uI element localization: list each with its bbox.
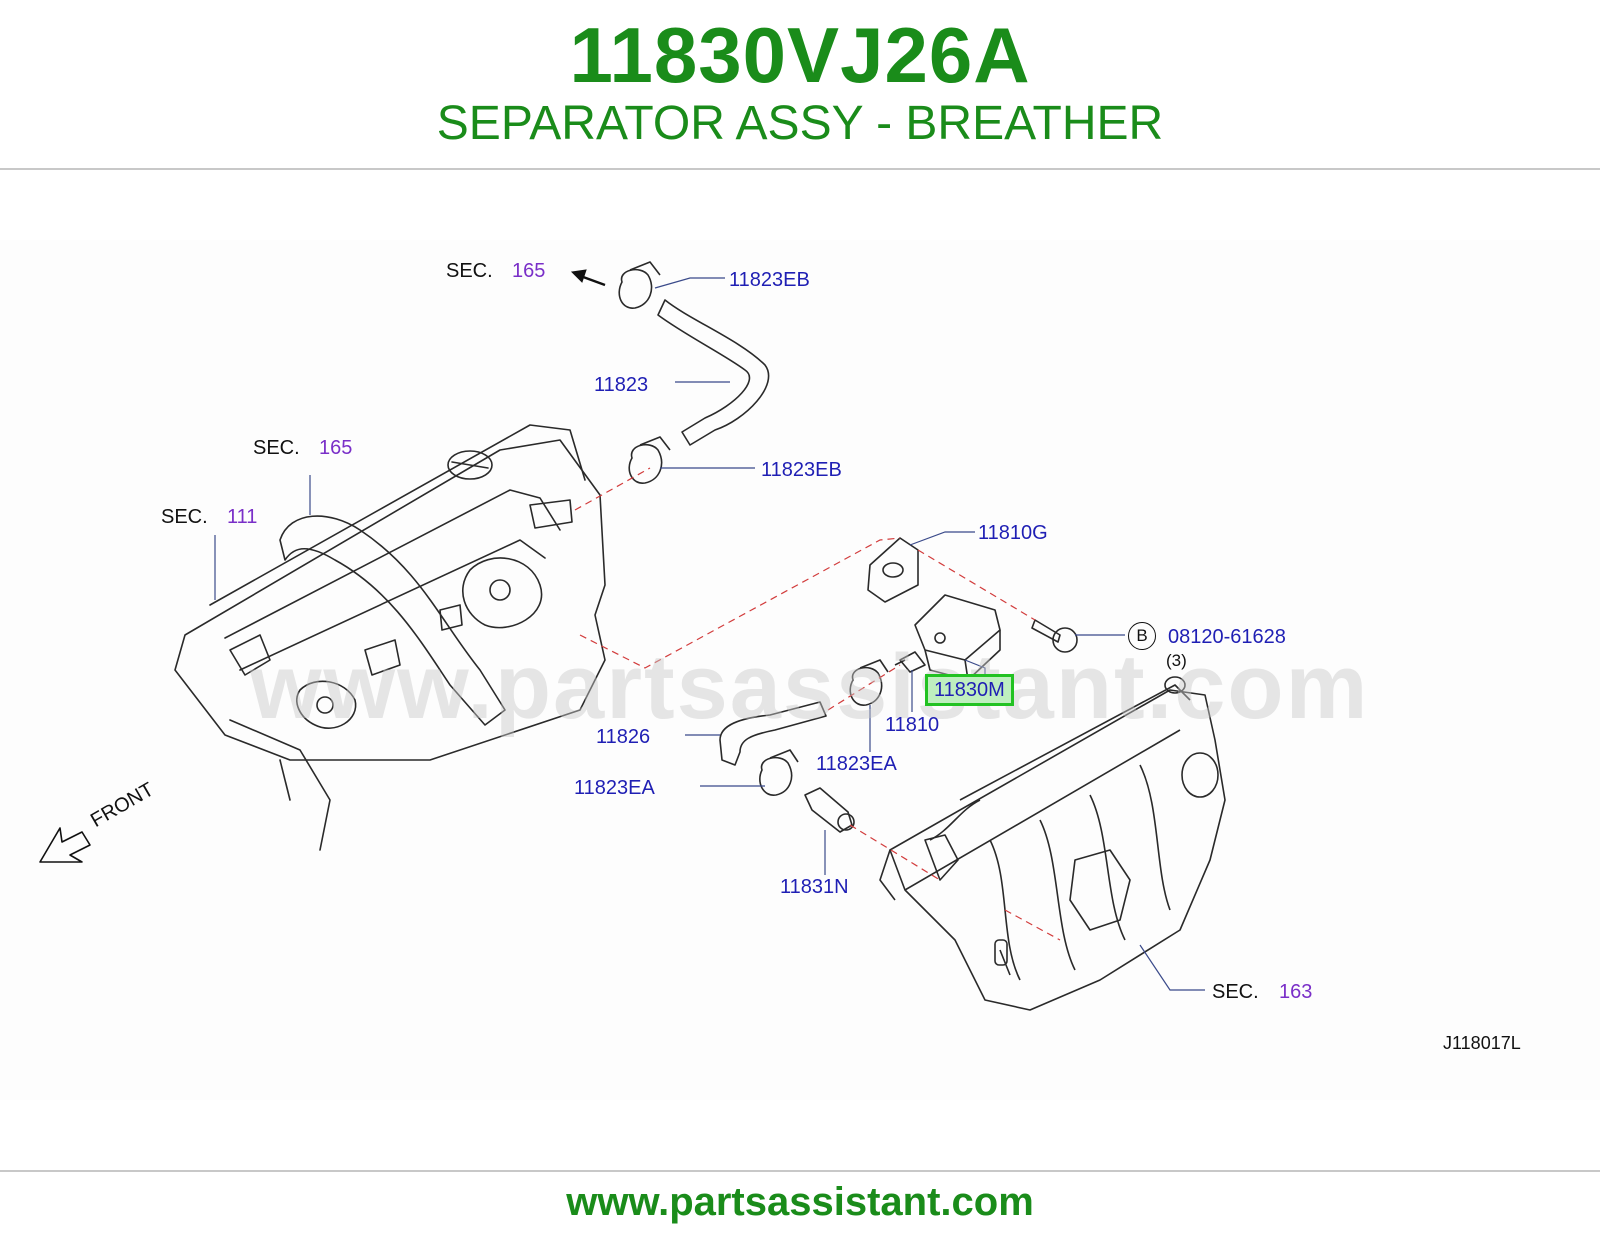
section-link[interactable]: 165: [319, 437, 353, 459]
section-link[interactable]: 163: [1279, 981, 1313, 1003]
head-breather-pipe: [279, 515, 506, 726]
gasket: [867, 537, 919, 603]
callout-11823eb-lower[interactable]: 11823EB: [761, 459, 842, 481]
callout-08120-61628[interactable]: 08120-61628: [1168, 626, 1286, 648]
section-arrow-icon: [570, 269, 606, 287]
part-number-title: 11830VJ26A: [569, 11, 1031, 99]
callout-11823eb-upper[interactable]: 11823EB: [729, 269, 810, 291]
lower-hose: [719, 701, 827, 766]
callout-11830m-highlighted[interactable]: 11830M: [925, 674, 1014, 706]
callout-11831n[interactable]: 11831N: [780, 876, 849, 898]
footer-divider: [0, 1170, 1600, 1172]
diagram-drawing: [39, 261, 1226, 1011]
section-label: SEC.: [1212, 981, 1259, 1003]
parts-diagram: www.partsassistant.com SEC. 165 SEC. 165…: [0, 240, 1600, 1100]
section-link[interactable]: 111: [227, 506, 258, 528]
callout-11823ea-upper[interactable]: 11823EA: [816, 753, 897, 775]
section-label: SEC.: [253, 437, 300, 459]
intake-manifold: [889, 689, 1226, 1011]
upper-hose: [657, 299, 770, 446]
callout-11823ea-lower[interactable]: 11823EA: [574, 777, 655, 799]
page-header: 11830VJ26A SEPARATOR ASSY - BREATHER: [0, 0, 1600, 168]
fitting: [804, 787, 853, 833]
diagram-reference: J118017L: [1443, 1033, 1521, 1053]
header-divider: [0, 168, 1600, 170]
bolt-marker: B: [1128, 622, 1156, 650]
bolt-quantity: (3): [1166, 651, 1187, 670]
part-description: SEPARATOR ASSY - BREATHER: [436, 97, 1164, 150]
bolt: [1031, 619, 1061, 643]
section-label: SEC.: [161, 506, 208, 528]
callout-11810g[interactable]: 11810G: [978, 522, 1048, 544]
callout-11810[interactable]: 11810: [885, 714, 940, 736]
footer-url[interactable]: www.partsassistant.com: [566, 1180, 1034, 1224]
callout-11826[interactable]: 11826: [596, 726, 651, 748]
section-label: SEC.: [446, 260, 493, 282]
section-link[interactable]: 165: [512, 260, 546, 282]
cylinder-head-outline: [174, 439, 606, 761]
callout-11823[interactable]: 11823: [594, 374, 649, 396]
front-arrow-icon: [39, 827, 91, 863]
watermark: www.partsassistant.com: [250, 636, 1370, 738]
